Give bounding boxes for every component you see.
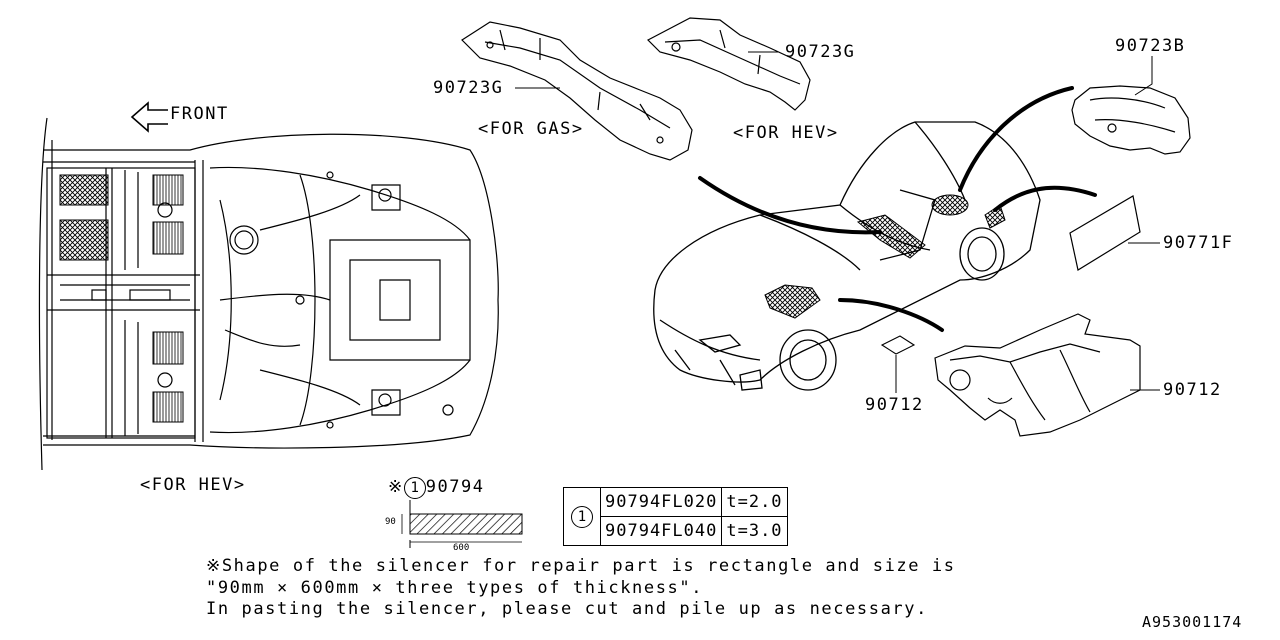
vehicle-silencer-patches — [764, 194, 1006, 319]
floor-underbody-drawing — [38, 117, 499, 471]
part-90723g-gas-drawing — [461, 21, 693, 161]
floor-silencer-patches — [59, 174, 184, 423]
silencer-parts-table: 1 90794FL020 t=2.0 90794FL040 t=3.0 — [563, 487, 788, 546]
label-90771f: 90771F — [1163, 233, 1234, 253]
part-90712-insulator-drawing — [934, 313, 1141, 437]
circled-one-icon: 1 — [571, 505, 593, 528]
dim-height: 90 — [385, 517, 396, 527]
front-arrow-icon — [130, 101, 168, 133]
circled-one-icon: 1 — [403, 477, 426, 499]
caption-for-hev-top: <FOR HEV> — [733, 123, 839, 143]
leader-arcs — [698, 86, 1097, 332]
table-thickness: t=2.0 — [721, 487, 788, 517]
part-90723b-drawing — [1071, 85, 1191, 155]
front-label: FRONT — [170, 104, 229, 124]
caption-for-gas: <FOR GAS> — [478, 119, 584, 139]
vehicle-drawing — [653, 121, 1041, 391]
reference-mark: ※ — [388, 477, 404, 497]
table-part-number: 90794FL020 — [599, 487, 723, 517]
table-part-number: 90794FL040 — [599, 516, 723, 546]
caption-for-hev-floor: <FOR HEV> — [140, 475, 246, 495]
part-90771f-drawing — [1069, 195, 1141, 271]
label-90712-pad: 90712 — [865, 395, 924, 415]
table-key-cell: 1 — [563, 487, 601, 546]
label-90794: 90794 — [425, 477, 485, 497]
label-90712-insulator: 90712 — [1163, 380, 1222, 400]
label-90723g-gas: 90723G — [433, 78, 504, 98]
label-90723g-hev: 90723G — [785, 42, 856, 62]
table-thickness: t=3.0 — [721, 516, 788, 546]
leader-lines — [409, 51, 1160, 548]
note-line-1: ※Shape of the silencer for repair part i… — [206, 556, 956, 576]
note-line-3: In pasting the silencer, please cut and … — [206, 599, 928, 619]
table-row: 90794FL040 t=3.0 — [564, 516, 788, 546]
part-90723g-hev-drawing — [646, 17, 811, 111]
silencer-sample-drawing — [401, 513, 523, 543]
diagram-id: A953001174 — [1142, 613, 1243, 631]
note-line-2: "90mm × 600mm × three types of thickness… — [206, 578, 704, 598]
dim-width: 600 — [453, 543, 470, 553]
label-90723b: 90723B — [1115, 36, 1186, 56]
table-row: 1 90794FL020 t=2.0 — [563, 487, 788, 546]
part-90712-pad-drawing — [880, 335, 916, 355]
